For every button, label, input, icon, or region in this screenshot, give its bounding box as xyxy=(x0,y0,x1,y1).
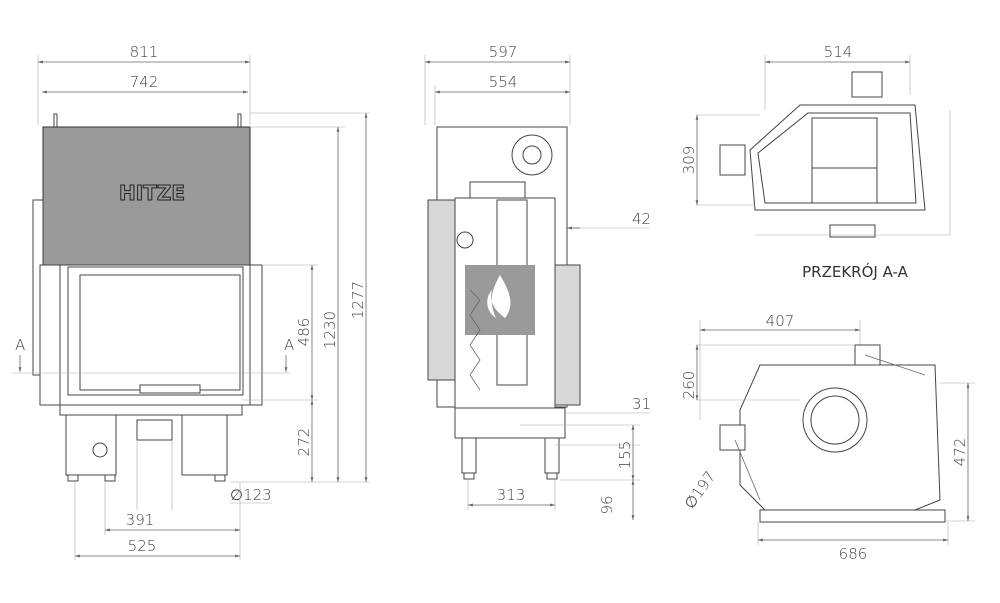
dim-top-flue-depth: 260 xyxy=(680,371,698,400)
top-view: 407 260 472 686 ∅197 xyxy=(680,312,975,563)
section-marker-left: A xyxy=(15,336,25,354)
section-view: 514 309 PRZEKRÓJ A-A xyxy=(680,43,951,281)
dim-side-leg-span: 313 xyxy=(497,486,526,504)
dim-glass-height: 486 xyxy=(295,318,313,347)
dim-inlet-height: 155 xyxy=(616,441,634,470)
section-caption: PRZEKRÓJ A-A xyxy=(802,262,908,281)
dim-leg-span: 525 xyxy=(128,537,157,555)
dim-offset-glass: 31 xyxy=(632,395,651,413)
dim-leg-height: 96 xyxy=(598,495,616,514)
dim-offset-top: 42 xyxy=(632,210,651,228)
dim-top-flue-diameter: ∅197 xyxy=(681,468,720,512)
dim-top-width: 686 xyxy=(839,545,868,563)
dim-body-width: 742 xyxy=(130,73,159,91)
dim-top-depth: 472 xyxy=(951,438,969,467)
dim-body-height: 1230 xyxy=(321,311,339,349)
dim-overall-height: 1277 xyxy=(349,281,367,319)
hitze-logo: HITZE xyxy=(119,181,185,205)
flame-icon xyxy=(487,275,511,318)
section-marker-right: A xyxy=(284,336,294,354)
front-top-panel xyxy=(42,126,251,266)
dim-top-flue-offset: 407 xyxy=(766,312,795,330)
dim-flue-diameter: ∅123 xyxy=(230,486,272,504)
dim-section-width: 514 xyxy=(824,43,853,61)
dim-flue-offset: 391 xyxy=(126,511,155,529)
dim-overall-width: 811 xyxy=(130,43,159,61)
front-view: HITZE A A 486 272 1230 1277 811 742 ∅123… xyxy=(12,43,370,560)
dim-body-depth: 554 xyxy=(489,73,518,91)
dim-base-height: 272 xyxy=(295,428,313,457)
dim-section-depth: 309 xyxy=(680,146,698,175)
side-view: 597 554 42 31 155 96 313 xyxy=(424,43,651,520)
dim-overall-depth: 597 xyxy=(489,43,518,61)
